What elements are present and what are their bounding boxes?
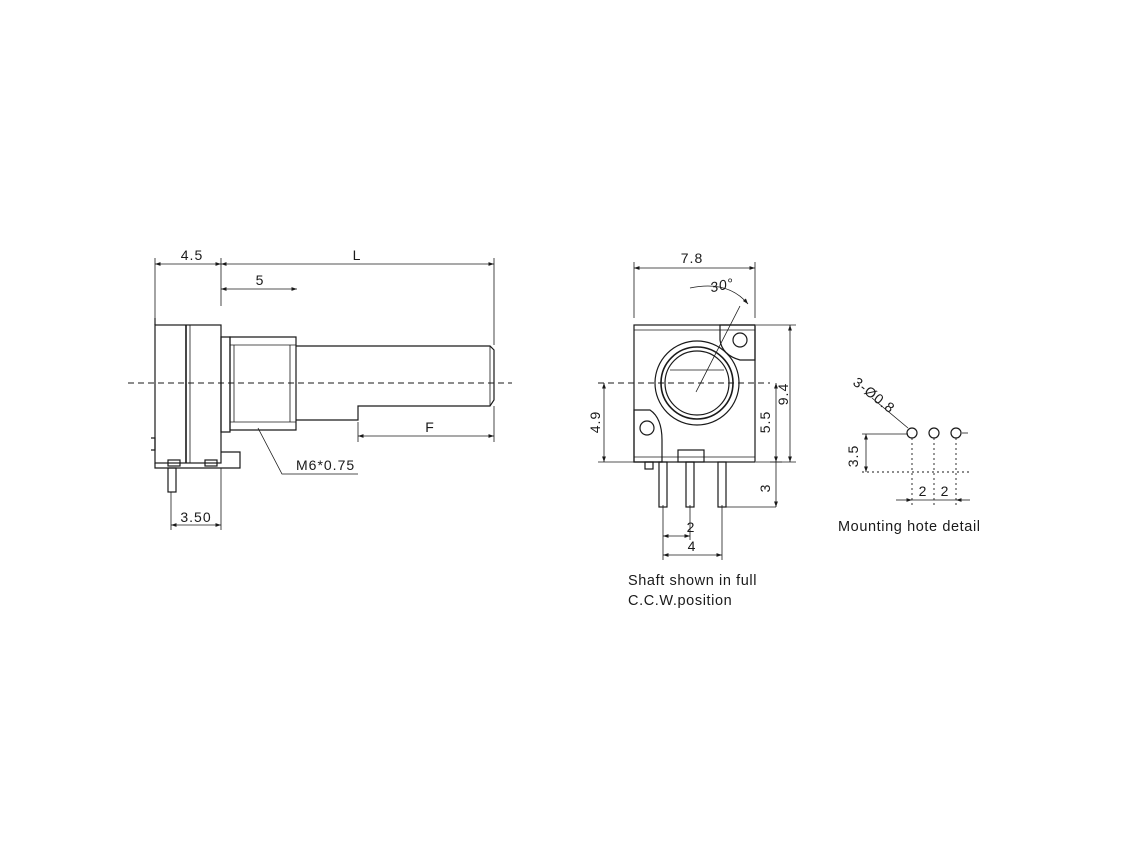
mount-hole-top [732,332,748,348]
dim-axis-left-label: 4.9 [587,411,603,433]
dim-height-label: 9.4 [775,383,791,405]
caption-line-2: C.C.W.position [628,593,732,609]
shaft-outer-ring [654,340,740,426]
pin-3 [717,461,727,508]
dim-axis-right-label: 5.5 [757,411,773,433]
dim-thread-label: 5 [256,272,265,288]
dim-offset-label: 3.5 [845,445,861,467]
dim-pin-span-label: 4 [688,538,697,554]
pin-2 [685,461,695,508]
housing [154,324,222,464]
pin-1 [658,461,668,508]
mounting-caption: Mounting hote detail [838,519,981,535]
hole-3 [950,427,962,439]
bushing [220,336,231,433]
thread-label: M6*0.75 [296,457,355,473]
mounting-detail: 3.5 2 2 3-Ø0.8 Mounting hote detail [838,374,981,535]
front-body [633,324,756,463]
hole-2 [928,427,940,439]
shaft [296,345,495,421]
side-pin [167,467,177,493]
dim-flat-label: F [425,419,435,435]
dim-total-label: L [353,247,362,263]
side-view: 4.5 L 5 F 3.50 M6*0.75 [128,247,512,530]
dim-width-label: 7.8 [681,250,703,266]
hole-spec-label: 3-Ø0.8 [850,374,898,417]
angle-arc [689,285,749,305]
mount-hole-bottom [639,420,655,436]
dim-pin-label: 3.50 [180,509,211,525]
caption-line-1: Shaft shown in full [628,573,757,589]
dim-pitch-a-label: 2 [919,483,928,499]
dim-pitch-b-label: 2 [941,483,950,499]
dim-pin-pitch-label: 2 [687,519,696,535]
hole-1 [906,427,918,439]
dim-pin-length-label: 3 [757,484,773,493]
dim-angle-label: 30° [709,275,736,296]
front-view: 7.8 30° 9.4 4.9 5.5 3 2 4 Shaft shown in… [587,250,796,609]
dim-body-label: 4.5 [181,247,203,263]
